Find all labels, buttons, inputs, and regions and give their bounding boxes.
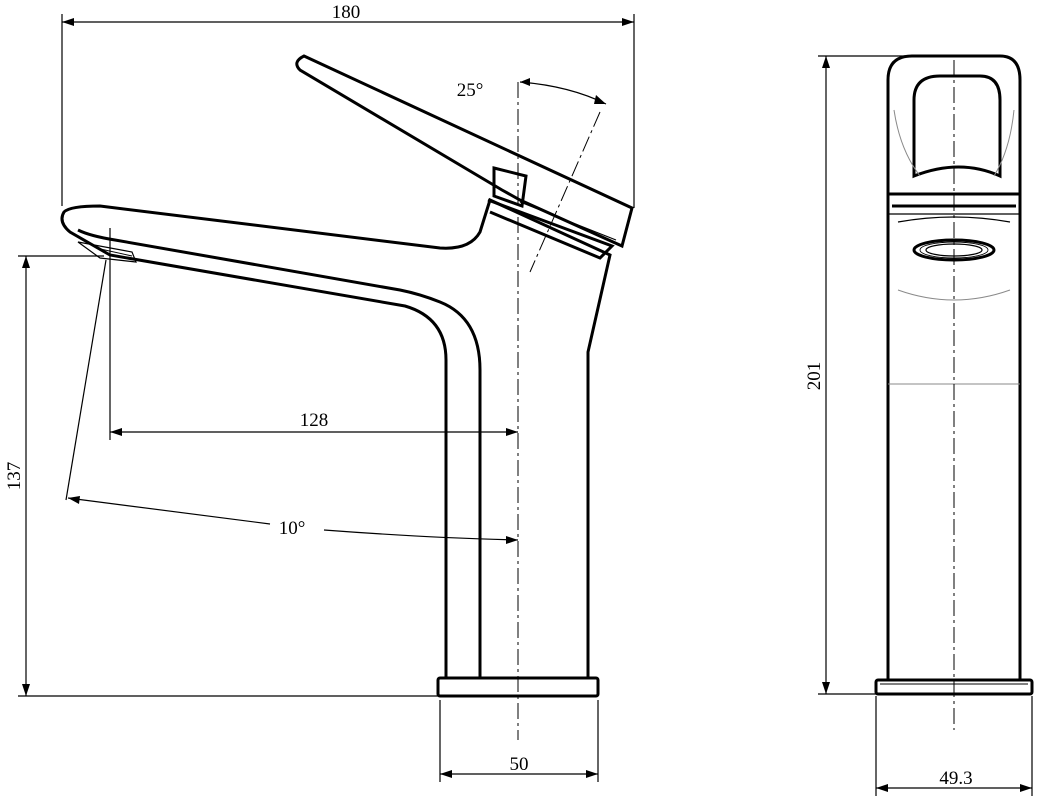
cartridge-top [487,198,615,260]
spout-angle-label: 10° [279,518,306,539]
overall-height-label: 201 [804,362,825,391]
lever-angle-arc [519,81,607,105]
overall-width-label: 180 [332,2,361,23]
lever-angle-label: 25° [457,80,484,101]
front-view: 201 49.3 [804,54,1034,796]
aerator [77,241,137,263]
spout-angle-arc [67,497,271,525]
side-view: 25° 180 128 137 10° 50 [4,2,635,782]
lever-handle [295,54,634,249]
lever-angle-line [529,111,601,273]
lever-stem [492,166,528,209]
spout-inner-line [77,228,482,678]
base-side-label: 50 [510,754,529,775]
base-front-label: 49.3 [939,768,972,789]
spout-height-label: 137 [4,462,25,491]
spout-reach-label: 128 [300,410,329,431]
front-body-outline [886,54,1022,680]
front-lever-opening [912,74,1002,179]
spout-body-outline [60,197,612,678]
